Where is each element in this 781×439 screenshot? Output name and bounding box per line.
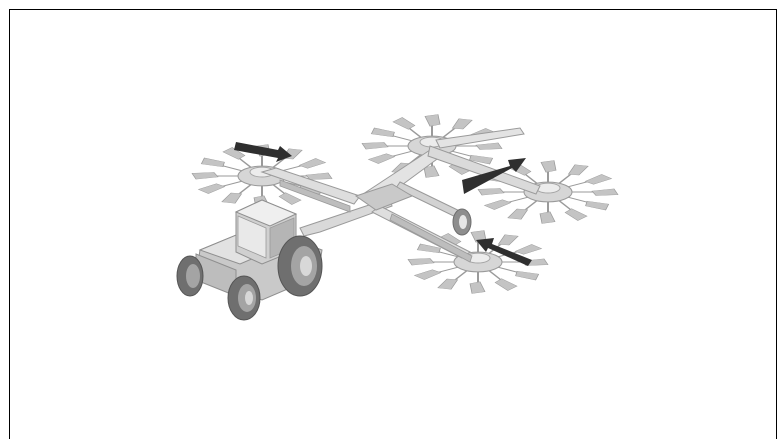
tractor [177,200,322,320]
